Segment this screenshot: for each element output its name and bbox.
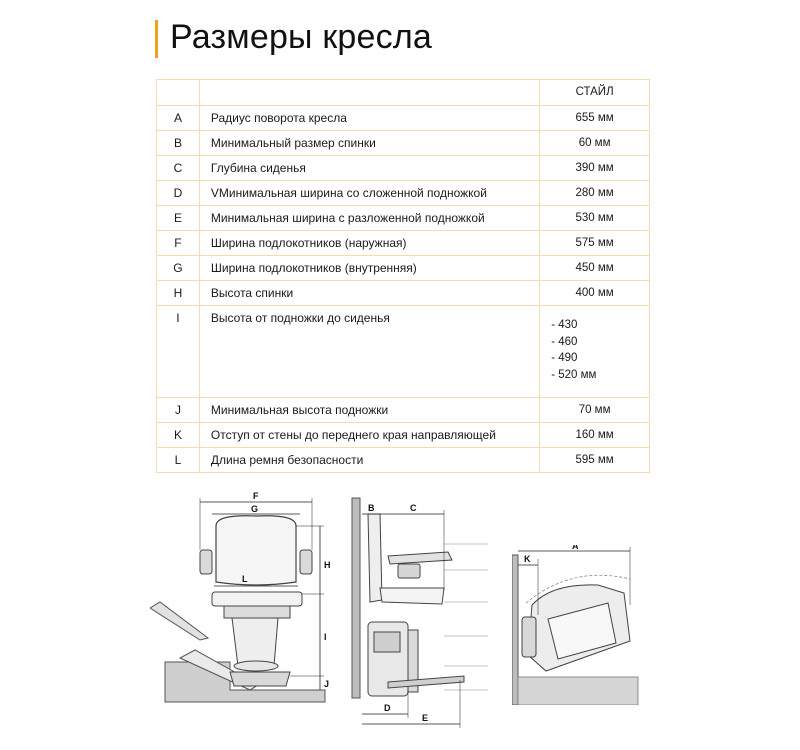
backrest bbox=[215, 515, 297, 586]
table-row: H Высота спинки 400 мм bbox=[156, 280, 650, 306]
top-seat bbox=[547, 602, 617, 660]
armrest-left bbox=[199, 549, 213, 575]
column-base bbox=[233, 660, 279, 672]
table-row: L Длина ремня безопасности 595 мм bbox=[156, 447, 650, 473]
row-code: J bbox=[156, 397, 200, 423]
top-carriage bbox=[521, 616, 537, 658]
row-code: C bbox=[156, 155, 200, 181]
row-value: 70 мм bbox=[539, 397, 650, 423]
front-view-drawing: F G L H I J bbox=[150, 491, 331, 703]
row-code: D bbox=[156, 180, 200, 206]
swivel-arc bbox=[525, 574, 631, 604]
row-code: I bbox=[156, 305, 200, 398]
row-label: Ширина подлокотников (наружная) bbox=[198, 230, 541, 256]
row-value-list: - 430 - 460 - 490 - 520 мм bbox=[539, 305, 650, 398]
label-a: A bbox=[572, 545, 579, 551]
value-option: - 490 bbox=[551, 352, 578, 364]
top-view-drawing: K A bbox=[512, 545, 639, 705]
table-row: A Радиус поворота кресла 655 мм bbox=[156, 105, 650, 131]
top-floor bbox=[517, 676, 639, 705]
table-row: K Отступ от стены до переднего края напр… bbox=[156, 422, 650, 448]
header-cell-empty bbox=[156, 79, 200, 106]
floor-block bbox=[164, 661, 326, 703]
rail-profile bbox=[407, 629, 419, 693]
row-code: E bbox=[156, 205, 200, 231]
dimensions-table: СТАЙЛ A Радиус поворота кресла 655 мм B … bbox=[156, 79, 650, 473]
label-b: B bbox=[368, 503, 375, 513]
side-view-drawing: B C D E bbox=[351, 497, 488, 728]
table-row: F Ширина подлокотников (наружная) 575 мм bbox=[156, 230, 650, 256]
row-value: 450 мм bbox=[539, 255, 650, 281]
row-label: Минимальная ширина с разложенной подножк… bbox=[198, 205, 541, 231]
table-row: E Минимальная ширина с разложенной подно… bbox=[156, 205, 650, 231]
row-value: 575 мм bbox=[539, 230, 650, 256]
row-label: Длина ремня безопасности bbox=[198, 447, 541, 473]
table-row: D VМинимальная ширина со сложенной подно… bbox=[156, 180, 650, 206]
row-label: Радиус поворота кресла bbox=[198, 105, 541, 131]
armrest-right bbox=[299, 549, 313, 575]
table-row: B Минимальный размер спинки 60 мм bbox=[156, 130, 650, 156]
wall bbox=[351, 497, 361, 699]
table-row: G Ширина подлокотников (внутренняя) 450 … bbox=[156, 255, 650, 281]
row-value: 400 мм bbox=[539, 280, 650, 306]
row-code: F bbox=[156, 230, 200, 256]
row-label: Глубина сиденья bbox=[198, 155, 541, 181]
side-seat bbox=[379, 587, 445, 605]
row-value: 390 мм bbox=[539, 155, 650, 181]
header-cell-empty bbox=[198, 79, 541, 106]
row-value: 60 мм bbox=[539, 130, 650, 156]
label-c: C bbox=[410, 503, 417, 513]
value-option: - 430 bbox=[551, 319, 578, 331]
label-e: E bbox=[422, 713, 428, 723]
label-k: K bbox=[524, 554, 531, 564]
value-option: - 520 мм bbox=[551, 368, 597, 381]
row-value: 595 мм bbox=[539, 447, 650, 473]
label-i: I bbox=[324, 632, 327, 642]
row-label: VМинимальная ширина со сложенной подножк… bbox=[198, 180, 541, 206]
table-row: I Высота от подножки до сиденья - 430 - … bbox=[156, 305, 650, 398]
row-code: K bbox=[156, 422, 200, 448]
page-title: Размеры кресла bbox=[170, 18, 432, 56]
row-value: 655 мм bbox=[539, 105, 650, 131]
dimension-drawings: F G L H I J bbox=[150, 490, 640, 740]
table-row: J Минимальная высота подножки 70 мм bbox=[156, 397, 650, 423]
row-label: Высота спинки bbox=[198, 280, 541, 306]
row-value: 160 мм bbox=[539, 422, 650, 448]
table-header-row: СТАЙЛ bbox=[156, 79, 650, 106]
row-label: Отступ от стены до переднего края направ… bbox=[198, 422, 541, 448]
row-label: Минимальная высота подножки bbox=[198, 397, 541, 423]
row-code: B bbox=[156, 130, 200, 156]
seat-mount bbox=[223, 605, 291, 619]
row-code: G bbox=[156, 255, 200, 281]
carriage-motor bbox=[373, 631, 401, 653]
table-row: C Глубина сиденья 390 мм bbox=[156, 155, 650, 181]
rail-left bbox=[150, 601, 210, 641]
column-header: СТАЙЛ bbox=[539, 79, 650, 106]
label-h: H bbox=[324, 560, 331, 570]
title-accent-bar bbox=[155, 20, 158, 58]
row-value: 530 мм bbox=[539, 205, 650, 231]
side-footrest bbox=[387, 675, 465, 689]
label-d: D bbox=[384, 703, 391, 713]
value-option: - 460 bbox=[551, 335, 578, 348]
label-l: L bbox=[242, 574, 248, 584]
row-code: L bbox=[156, 447, 200, 473]
row-label: Ширина подлокотников (внутренняя) bbox=[198, 255, 541, 281]
seat-cushion bbox=[211, 591, 303, 607]
side-armrest bbox=[387, 551, 453, 565]
side-control bbox=[397, 563, 421, 579]
label-f: F bbox=[253, 491, 259, 501]
seat-column bbox=[231, 617, 279, 667]
label-g: G bbox=[251, 504, 258, 514]
label-j: J bbox=[324, 679, 329, 689]
row-value: 280 мм bbox=[539, 180, 650, 206]
row-code: H bbox=[156, 280, 200, 306]
row-code: A bbox=[156, 105, 200, 131]
row-label: Минимальный размер спинки bbox=[198, 130, 541, 156]
footrest bbox=[229, 671, 291, 687]
top-wall bbox=[512, 554, 519, 705]
row-label: Высота от подножки до сиденья bbox=[198, 305, 541, 398]
